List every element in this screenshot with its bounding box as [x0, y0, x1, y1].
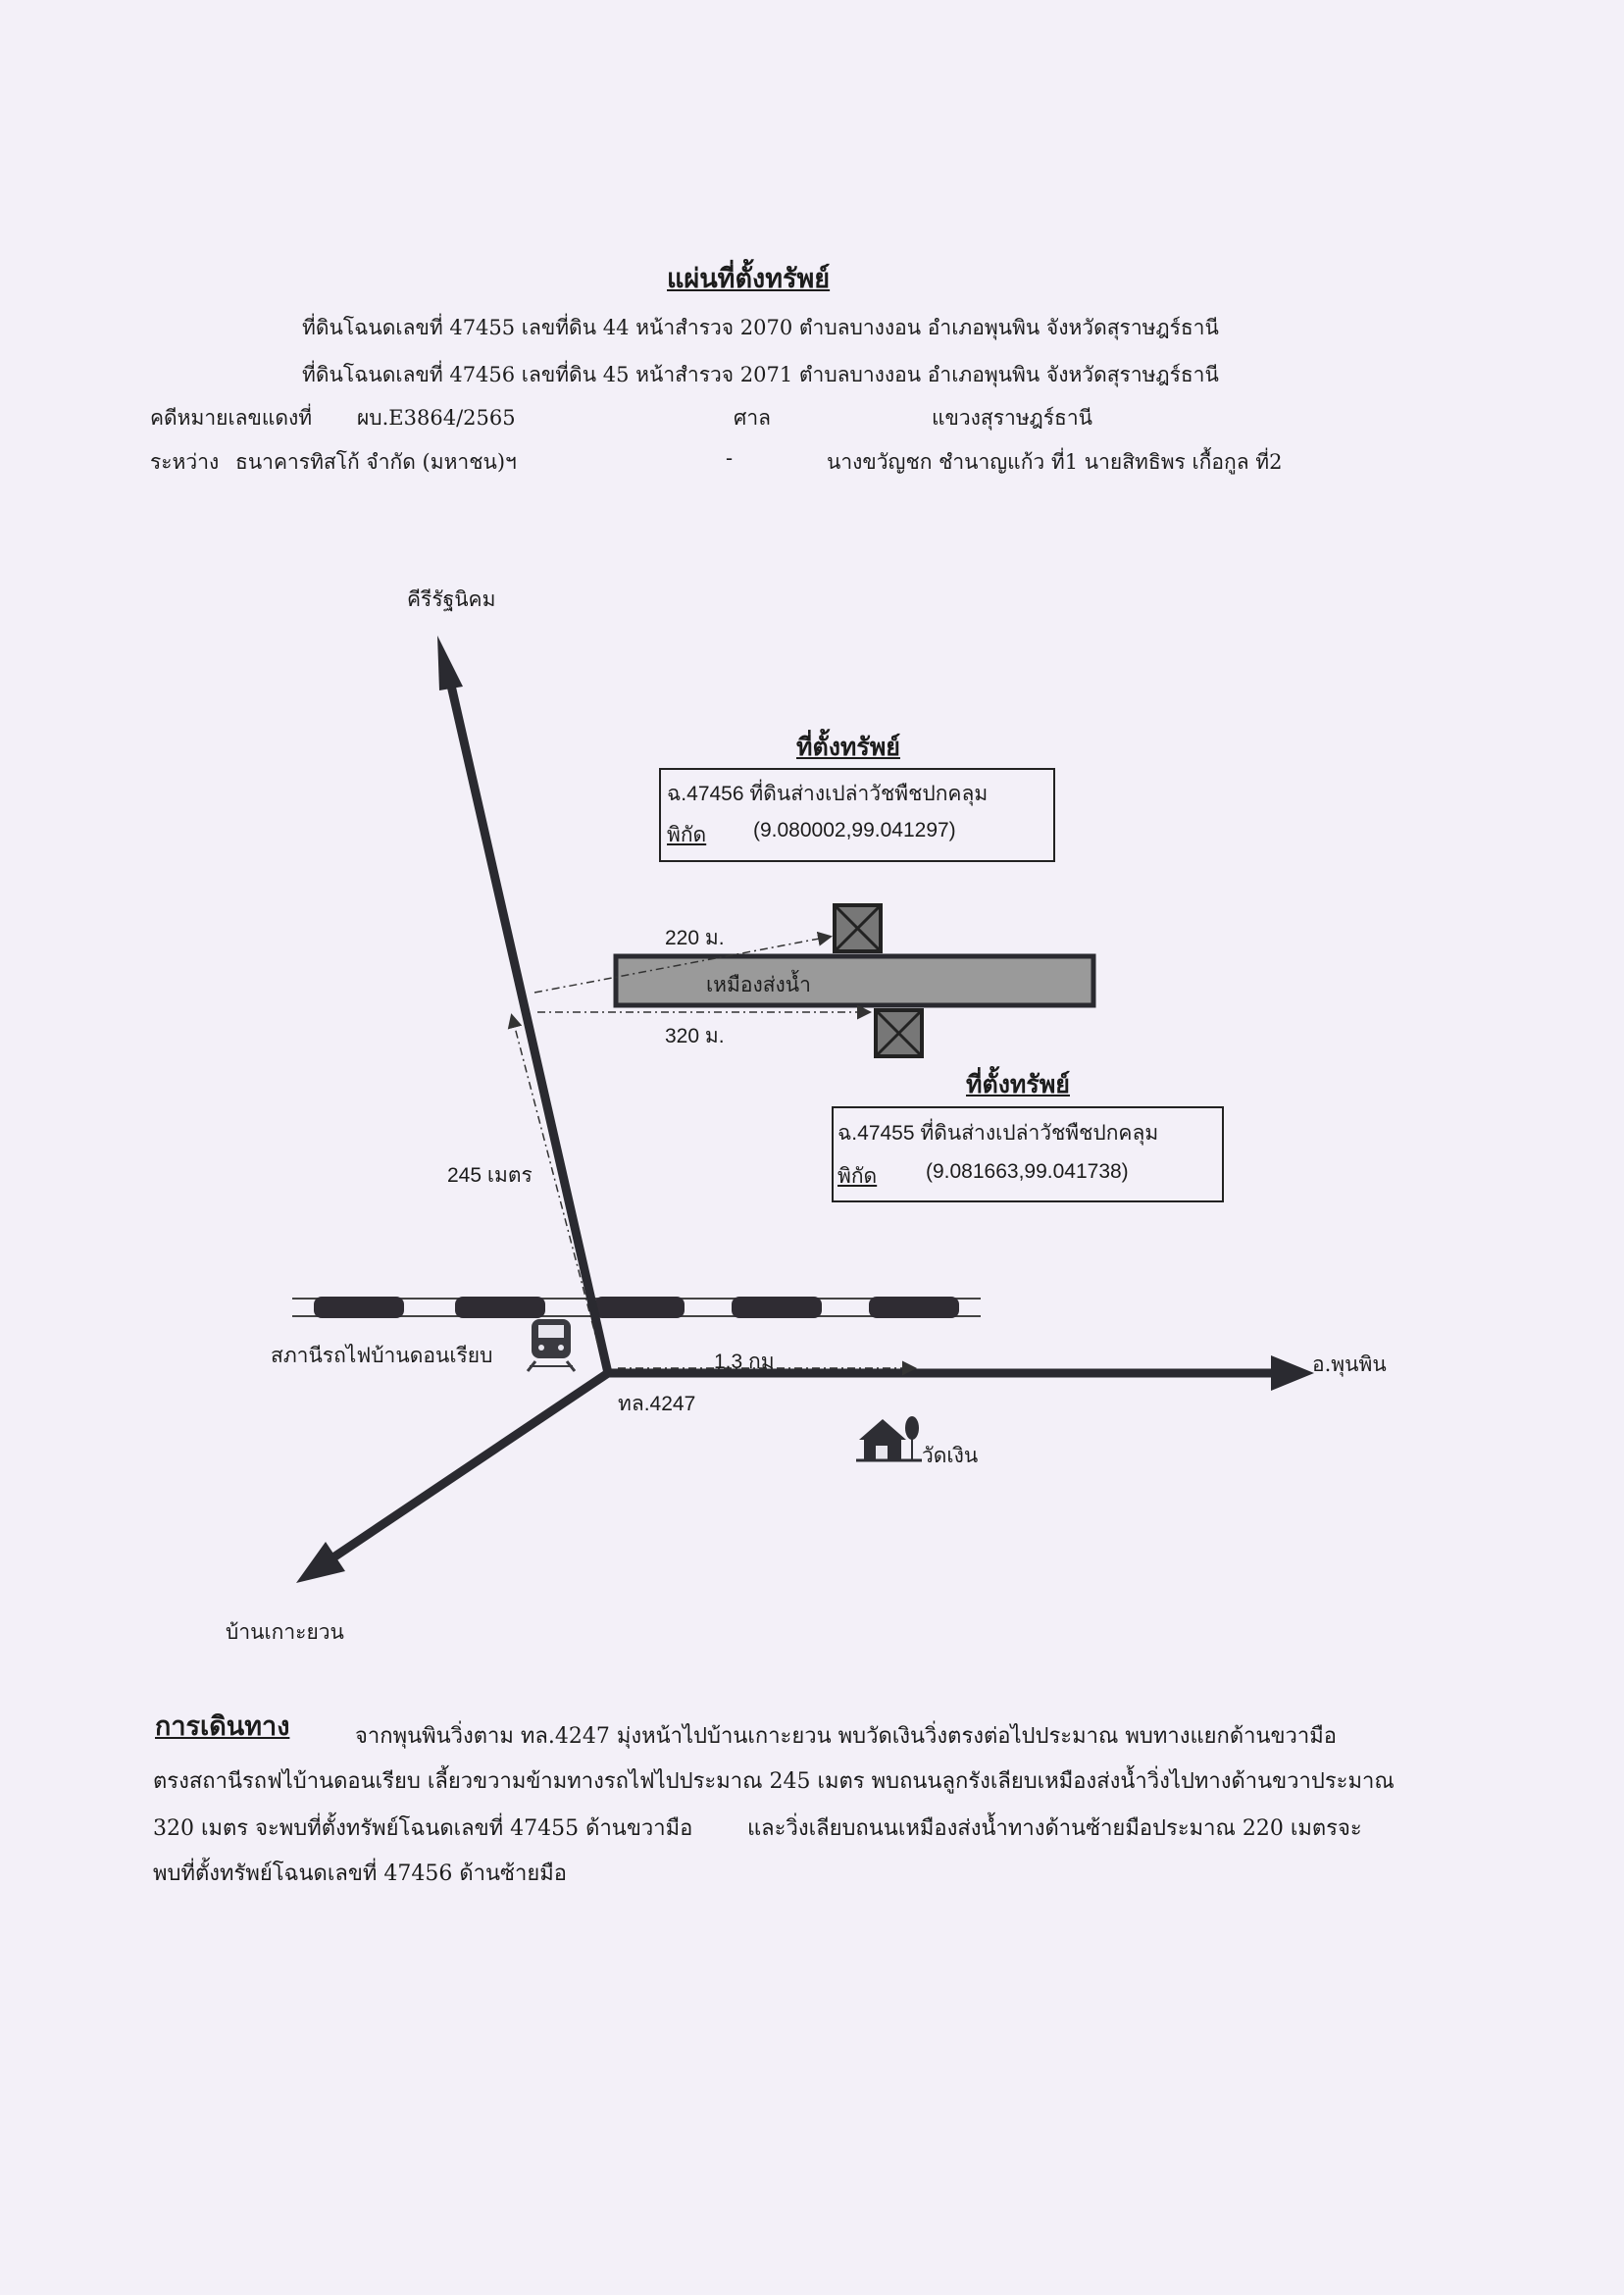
dimension-lines — [507, 931, 917, 1376]
property-b-coord-value: (9.081663,99.041738) — [926, 1160, 1129, 1183]
temple-label: วัดเงิน — [922, 1444, 979, 1467]
property-b-box: ฉ.47455 ที่ดินส่างเปล่าวัชพืชปกคลุม พิกั… — [832, 1106, 1224, 1202]
property-a-box: ฉ.47456 ที่ดินส่างเปล่าวัชพืชปกคลุม พิกั… — [659, 768, 1055, 862]
route-line-3b: และวิ่งเลียบถนนเหมืองส่งน้ำทางด้านซ้ายมื… — [747, 1816, 1362, 1841]
page-title: แผ่นที่ตั้งทรัพย์ — [667, 264, 831, 294]
route-line-1: จากพุนพินวิ่งตาม ทล.4247 มุ่งหน้าไปบ้านเ… — [355, 1724, 1337, 1749]
route-label: การเดินทาง — [155, 1711, 290, 1742]
plaintiff: ธนาคารทิสโก้ จำกัด (มหาชน)ฯ — [235, 450, 517, 474]
court-name: แขวงสุราษฎร์ธานี — [932, 406, 1093, 430]
distance-320-label: 320 ม. — [665, 1025, 725, 1047]
junction-label: ทล.4247 — [618, 1393, 696, 1415]
road-southwest — [296, 1369, 611, 1583]
distance-245-label: 245 เมตร — [447, 1164, 533, 1187]
distance-13km-label: 1.3 กม — [714, 1351, 775, 1373]
case-number: ผบ.E3864/2565 — [357, 406, 516, 430]
road-north — [437, 636, 613, 1375]
property-b-coord-label: พิกัด — [837, 1165, 878, 1188]
property-a-coord-label: พิกัด — [667, 824, 707, 846]
property-marker-icon — [874, 1008, 924, 1058]
road-southwest-label: บ้านเกาะยวน — [226, 1620, 344, 1644]
route-line-3a: 320 เมตร จะพบที่ตั้งทรัพย์โฉนดเลขที่ 474… — [153, 1816, 693, 1841]
road-north-label: คีรีรัฐนิคม — [407, 587, 496, 611]
route-line-2: ตรงสถานีรถฟไบ้านดอนเรียบ เลี้ยวขวามข้ามท… — [153, 1769, 1395, 1794]
train-icon — [526, 1319, 577, 1372]
property-marker-icon — [833, 903, 883, 953]
property-b-heading: ที่ตั้งทรัพย์ — [966, 1070, 1070, 1098]
road-east — [608, 1355, 1314, 1391]
station-label: สภานีรถไฟบ้านดอนเรียบ — [271, 1345, 493, 1367]
property-a-desc: ฉ.47456 ที่ดินส่างเปล่าวัชพืชปกคลุม — [667, 783, 989, 805]
canal — [613, 953, 1096, 1008]
distance-220-label: 220 ม. — [665, 927, 725, 949]
deed-line-1: ที่ดินโฉนดเลขที่ 47455 เลขที่ดิน 44 หน้า… — [302, 316, 1219, 339]
case-label: คดีหมายเลขแดงที่ — [150, 406, 313, 430]
temple-icon — [856, 1416, 922, 1462]
route-line-4: พบที่ตั้งทรัพย์โฉนดเลขที่ 47456 ด้านซ้าย… — [153, 1862, 567, 1886]
property-a-heading: ที่ตั้งทรัพย์ — [796, 733, 900, 761]
railway-track — [292, 1297, 981, 1318]
property-b-desc: ฉ.47455 ที่ดินส่างเปล่าวัชพืชปกคลุม — [837, 1122, 1159, 1145]
between-label: ระหว่าง — [150, 450, 220, 474]
road-east-label: อ.พุนพิน — [1312, 1352, 1387, 1376]
canal-label: เหมืองส่งน้ำ — [706, 974, 811, 996]
arrow-icon — [296, 1542, 345, 1583]
defendants: นางขวัญชก ชำนาญแก้ว ที่1 นายสิทธิพร เกื้… — [827, 450, 1283, 474]
between-dash: - — [726, 446, 734, 470]
arrow-icon — [437, 636, 463, 690]
court-label: ศาล — [734, 406, 771, 430]
arrow-icon — [1271, 1355, 1314, 1391]
property-a-coord-value: (9.080002,99.041297) — [753, 819, 956, 842]
deed-line-2: ที่ดินโฉนดเลขที่ 47456 เลขที่ดิน 45 หน้า… — [302, 363, 1219, 386]
